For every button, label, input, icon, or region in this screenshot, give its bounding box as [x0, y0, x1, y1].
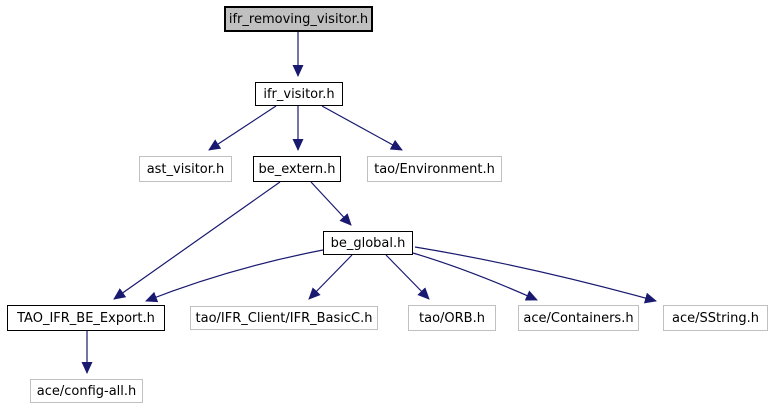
edge-be-extern-to-be-global — [310, 181, 352, 226]
node-ace-sstring-h: ace/SString.h — [663, 305, 768, 331]
node-label: ace/config-all.h — [36, 383, 137, 399]
node-tao-ifr-client-ifr-basicc-h: tao/IFR_Client/IFR_BasicC.h — [190, 306, 378, 330]
node-label: ace/Containers.h — [523, 310, 634, 326]
node-ast-visitor-h: ast_visitor.h — [139, 156, 232, 182]
edge-be-extern-to-tao-ifr-be-export — [113, 181, 281, 300]
edge-be-global-to-ace-sstring — [414, 246, 657, 304]
node-tao-ifr-be-export-h[interactable]: TAO_IFR_BE_Export.h — [7, 305, 165, 331]
node-label: tao/IFR_Client/IFR_BasicC.h — [195, 310, 373, 326]
edge-be-global-to-ifr-basicc — [308, 254, 353, 300]
node-label: ace/SString.h — [672, 310, 759, 326]
node-ace-config-all-h: ace/config-all.h — [30, 379, 143, 403]
edge-be-global-to-tao-ifr-be-export — [145, 249, 324, 303]
node-label: be_extern.h — [258, 161, 336, 177]
node-label: ifr_removing_visitor.h — [228, 11, 369, 27]
node-label: ifr_visitor.h — [263, 86, 335, 102]
node-ifr-visitor-h[interactable]: ifr_visitor.h — [255, 82, 343, 106]
edge-be-global-to-tao-orb — [385, 254, 430, 300]
node-label: tao/ORB.h — [419, 310, 485, 326]
node-label: ast_visitor.h — [146, 161, 225, 177]
node-ace-containers-h: ace/Containers.h — [518, 305, 639, 331]
edge-ifr-visitor-to-ast-visitor — [208, 105, 277, 151]
node-label: tao/Environment.h — [374, 161, 495, 177]
node-be-extern-h[interactable]: be_extern.h — [253, 156, 341, 182]
node-ifr-removing-visitor-h: ifr_removing_visitor.h — [224, 6, 373, 32]
node-tao-environment-h: tao/Environment.h — [367, 156, 502, 182]
edge-ifr-visitor-to-tao-environment — [321, 105, 403, 151]
node-tao-orb-h: tao/ORB.h — [408, 305, 496, 331]
node-label: be_global.h — [330, 235, 406, 251]
node-be-global-h[interactable]: be_global.h — [323, 231, 413, 255]
edge-be-global-to-ace-containers — [412, 252, 538, 301]
node-label: TAO_IFR_BE_Export.h — [17, 310, 155, 326]
